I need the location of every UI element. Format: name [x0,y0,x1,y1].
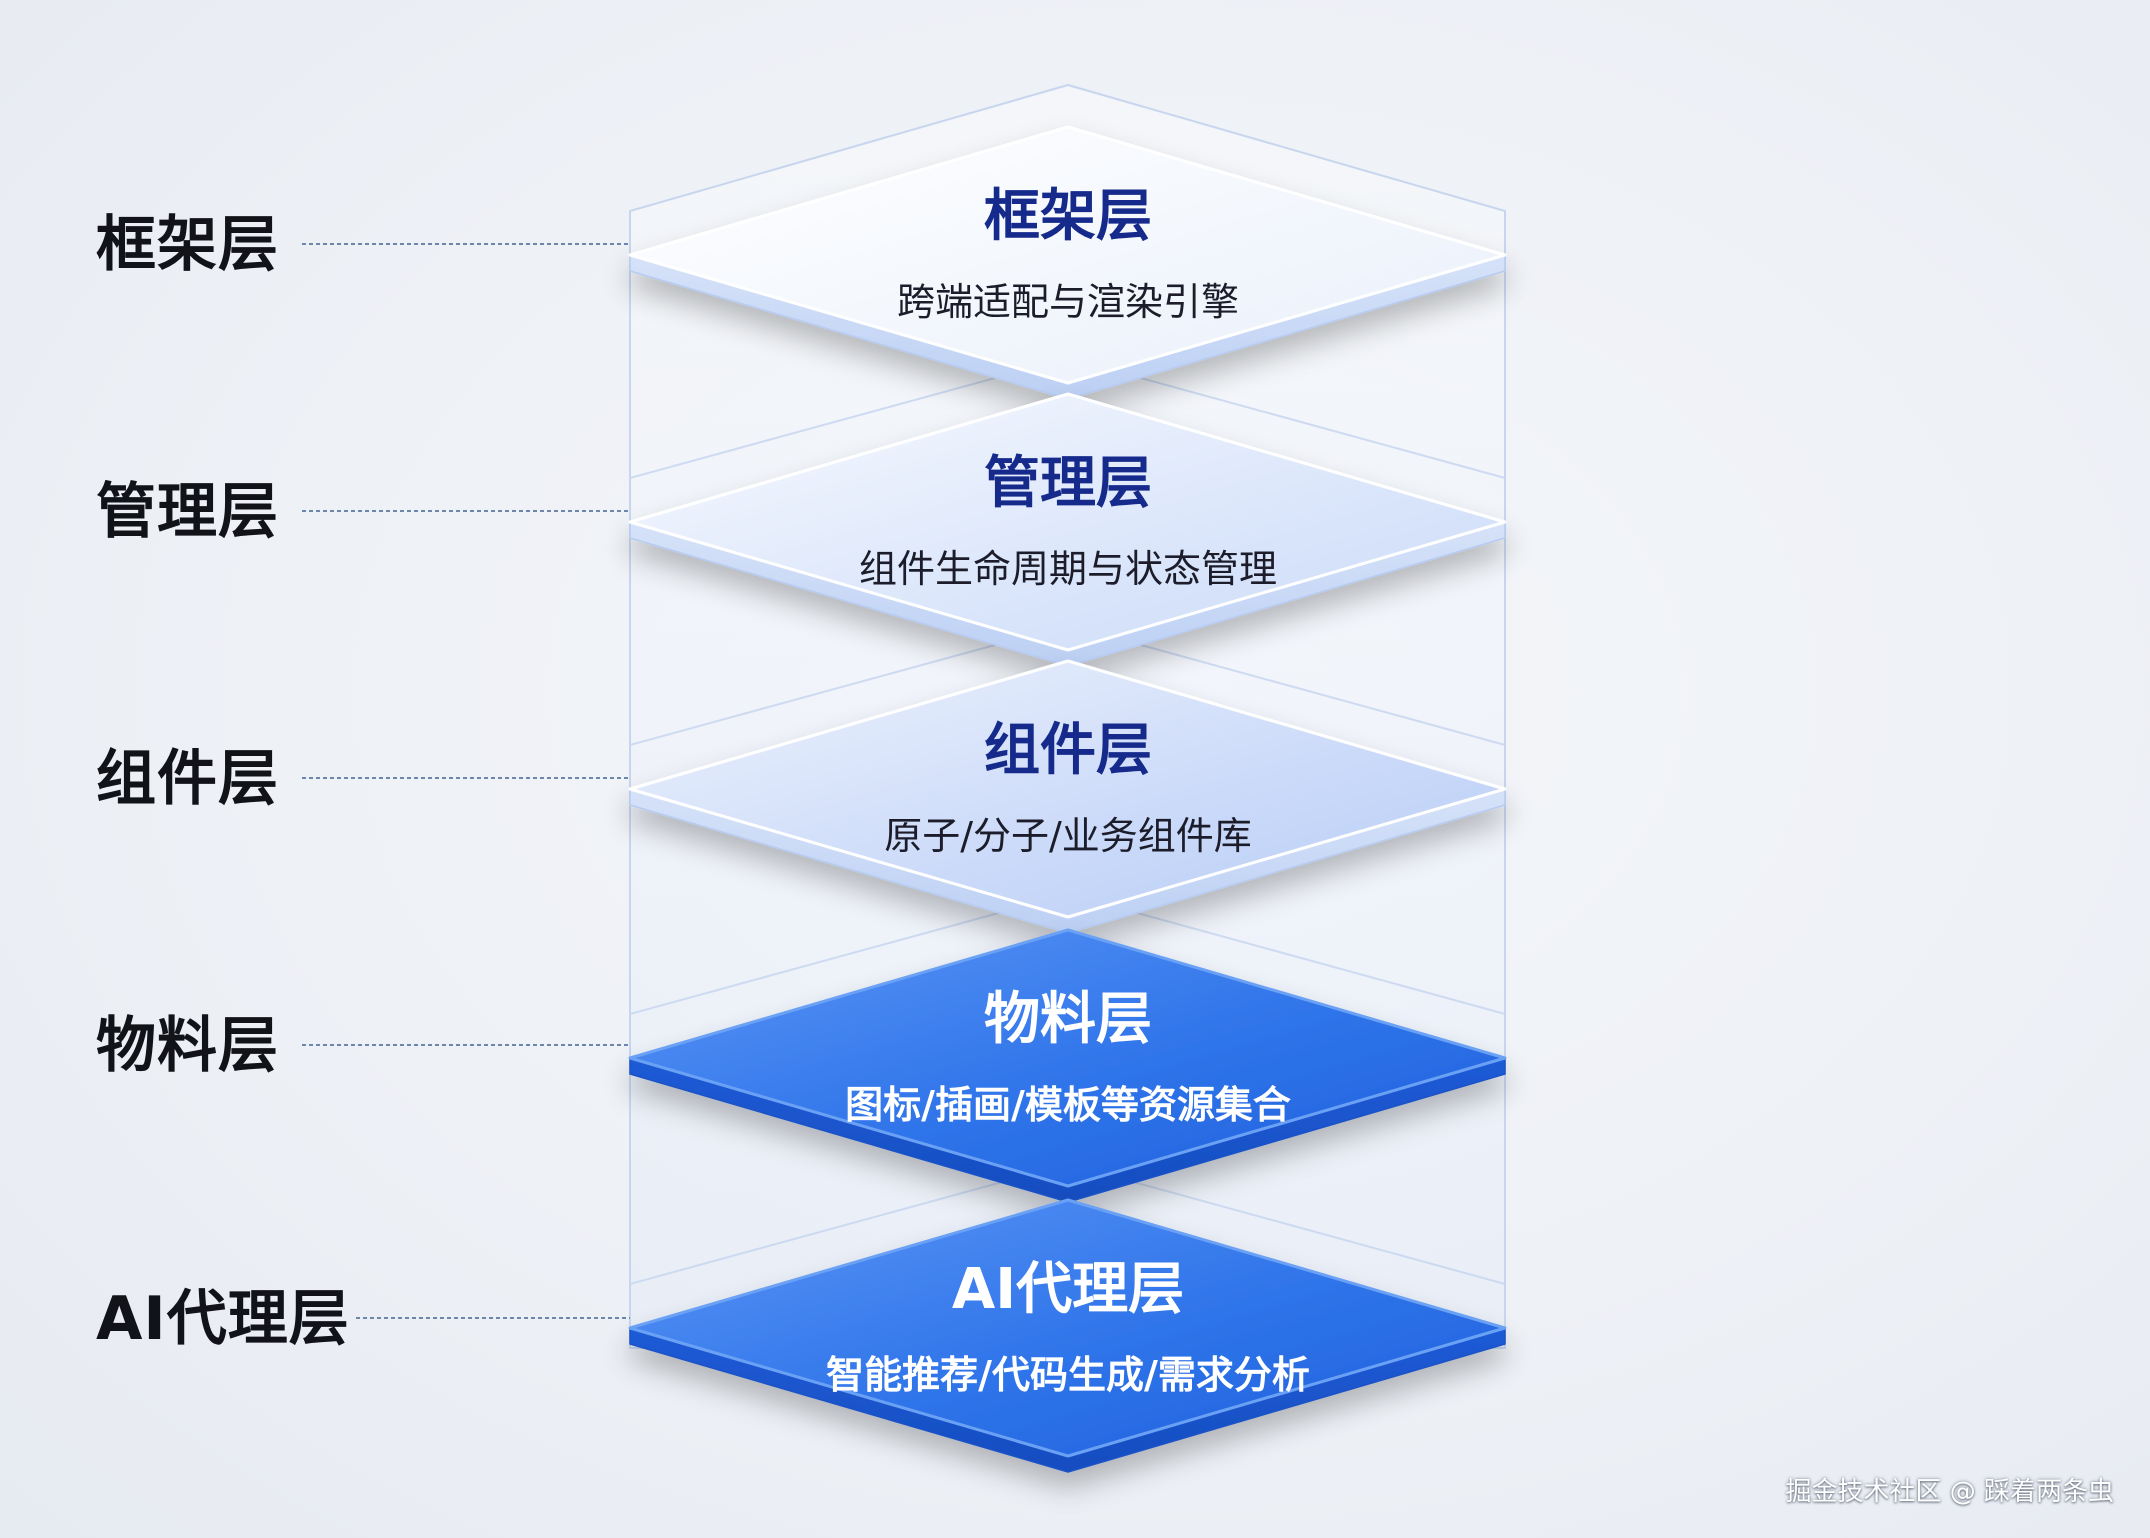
layer-title-component: 组件层 [984,718,1152,783]
layer-title-ai-agent: AI代理层 [952,1257,1184,1322]
layer-plate-component [628,659,1507,919]
layer-plate-framework [628,125,1507,385]
layer-plate-management [628,392,1507,652]
layer-title-framework: 框架层 [984,184,1152,249]
layer-subtitle-framework: 跨端适配与渲染引擎 [897,280,1239,324]
layer-subtitle-ai-agent: 智能推荐/代码生成/需求分析 [826,1353,1310,1397]
side-label-ai-agent: AI代理层 [96,1284,350,1354]
layer-subtitle-component: 原子/分子/业务组件库 [884,814,1252,858]
layer-plate-ai-agent [628,1198,1507,1458]
watermark: 掘金技术社区 @ 踩着两条虫 [1785,1477,2114,1507]
side-label-component: 组件层 [96,744,279,814]
layer-subtitle-management: 组件生命周期与状态管理 [859,547,1277,591]
layer-plate-material [628,928,1507,1188]
side-label-material: 物料层 [96,1011,279,1081]
layer-title-management: 管理层 [984,451,1152,516]
layer-title-material: 物料层 [984,987,1152,1052]
layers: 框架层跨端适配与渲染引擎管理层组件生命周期与状态管理组件层原子/分子/业务组件库… [628,125,1507,1473]
side-label-framework: 框架层 [96,210,279,280]
leader-lines [302,243,630,1319]
side-label-management: 管理层 [96,477,279,547]
layer-subtitle-material: 图标/插画/模板等资源集合 [845,1083,1291,1127]
